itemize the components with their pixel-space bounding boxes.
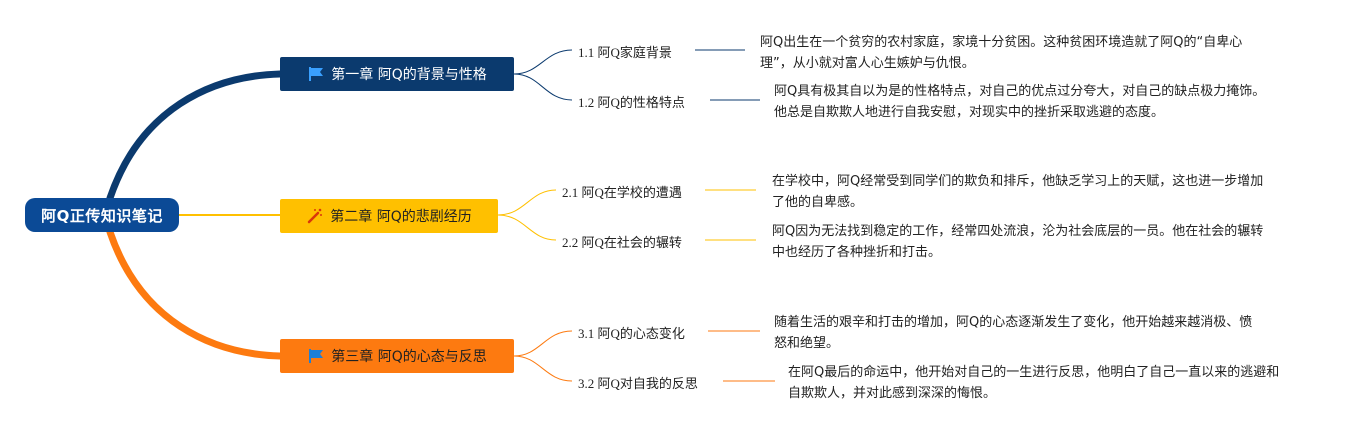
section-3-2-text: 在阿Q最后的命运中，他开始对自己的一生进行反思，他明白了自己一直以来的逃避和自欺…	[788, 365, 1280, 401]
section-1-1-label[interactable]: 1.1 阿Q家庭背景	[578, 45, 672, 60]
connector-ch3-s1	[513, 330, 573, 357]
connector-ch2-s2	[497, 214, 557, 241]
section-2-2-label[interactable]: 2.2 阿Q在社会的辗转	[562, 235, 682, 250]
chapter-3-node[interactable]: 第三章 阿Q的心态与反思	[280, 339, 514, 373]
section-1-2-label[interactable]: 1.2 阿Q的性格特点	[578, 95, 685, 110]
section-1-2-text: 阿Q具有极其自以为是的性格特点，对自己的优点过分夸大，对自己的缺点极力掩饰。他总…	[774, 84, 1266, 120]
connector-root-ch3	[106, 228, 284, 360]
section-3-1-label[interactable]: 3.1 阿Q的心态变化	[578, 326, 685, 341]
connector-ch3-s2	[513, 355, 573, 382]
flag-icon	[307, 347, 325, 365]
connector-ch1-s2	[513, 73, 573, 101]
connector-ch1-s1	[513, 49, 573, 75]
flag-icon	[307, 65, 325, 83]
section-1-1-text: 阿Q出生在一个贫穷的农村家庭，家境十分贫困。这种贫困环境造就了阿Q的“自卑心理”…	[760, 35, 1243, 71]
connector-ch2-s1	[497, 189, 557, 216]
connector-root-ch1	[106, 70, 284, 202]
chapter-2-label: 第二章 阿Q的悲剧经历	[330, 209, 472, 225]
root-label: 阿Q正传知识笔记	[41, 206, 163, 225]
magic-wand-icon	[306, 207, 324, 225]
chapter-1-label: 第一章 阿Q的背景与性格	[331, 67, 487, 83]
section-2-1-label[interactable]: 2.1 阿Q在学校的遭遇	[562, 185, 682, 200]
chapter-1-node[interactable]: 第一章 阿Q的背景与性格	[280, 57, 514, 91]
chapter-3-label: 第三章 阿Q的心态与反思	[331, 349, 487, 365]
section-3-1-text: 随着生活的艰辛和打击的增加，阿Q的心态逐渐发生了变化，他开始越来越消极、愤怒和绝…	[774, 315, 1253, 351]
section-3-2-label[interactable]: 3.2 阿Q对自我的反思	[578, 376, 698, 391]
section-2-1-text: 在学校中，阿Q经常受到同学们的欺负和排斥，他缺乏学习上的天赋，这也进一步增加了他…	[772, 174, 1264, 210]
root-node[interactable]: 阿Q正传知识笔记	[25, 198, 179, 232]
section-2-2-text: 阿Q因为无法找到稳定的工作，经常四处流浪，沦为社会底层的一员。他在社会的辗转中也…	[772, 224, 1264, 260]
chapter-2-node[interactable]: 第二章 阿Q的悲剧经历	[280, 199, 498, 233]
